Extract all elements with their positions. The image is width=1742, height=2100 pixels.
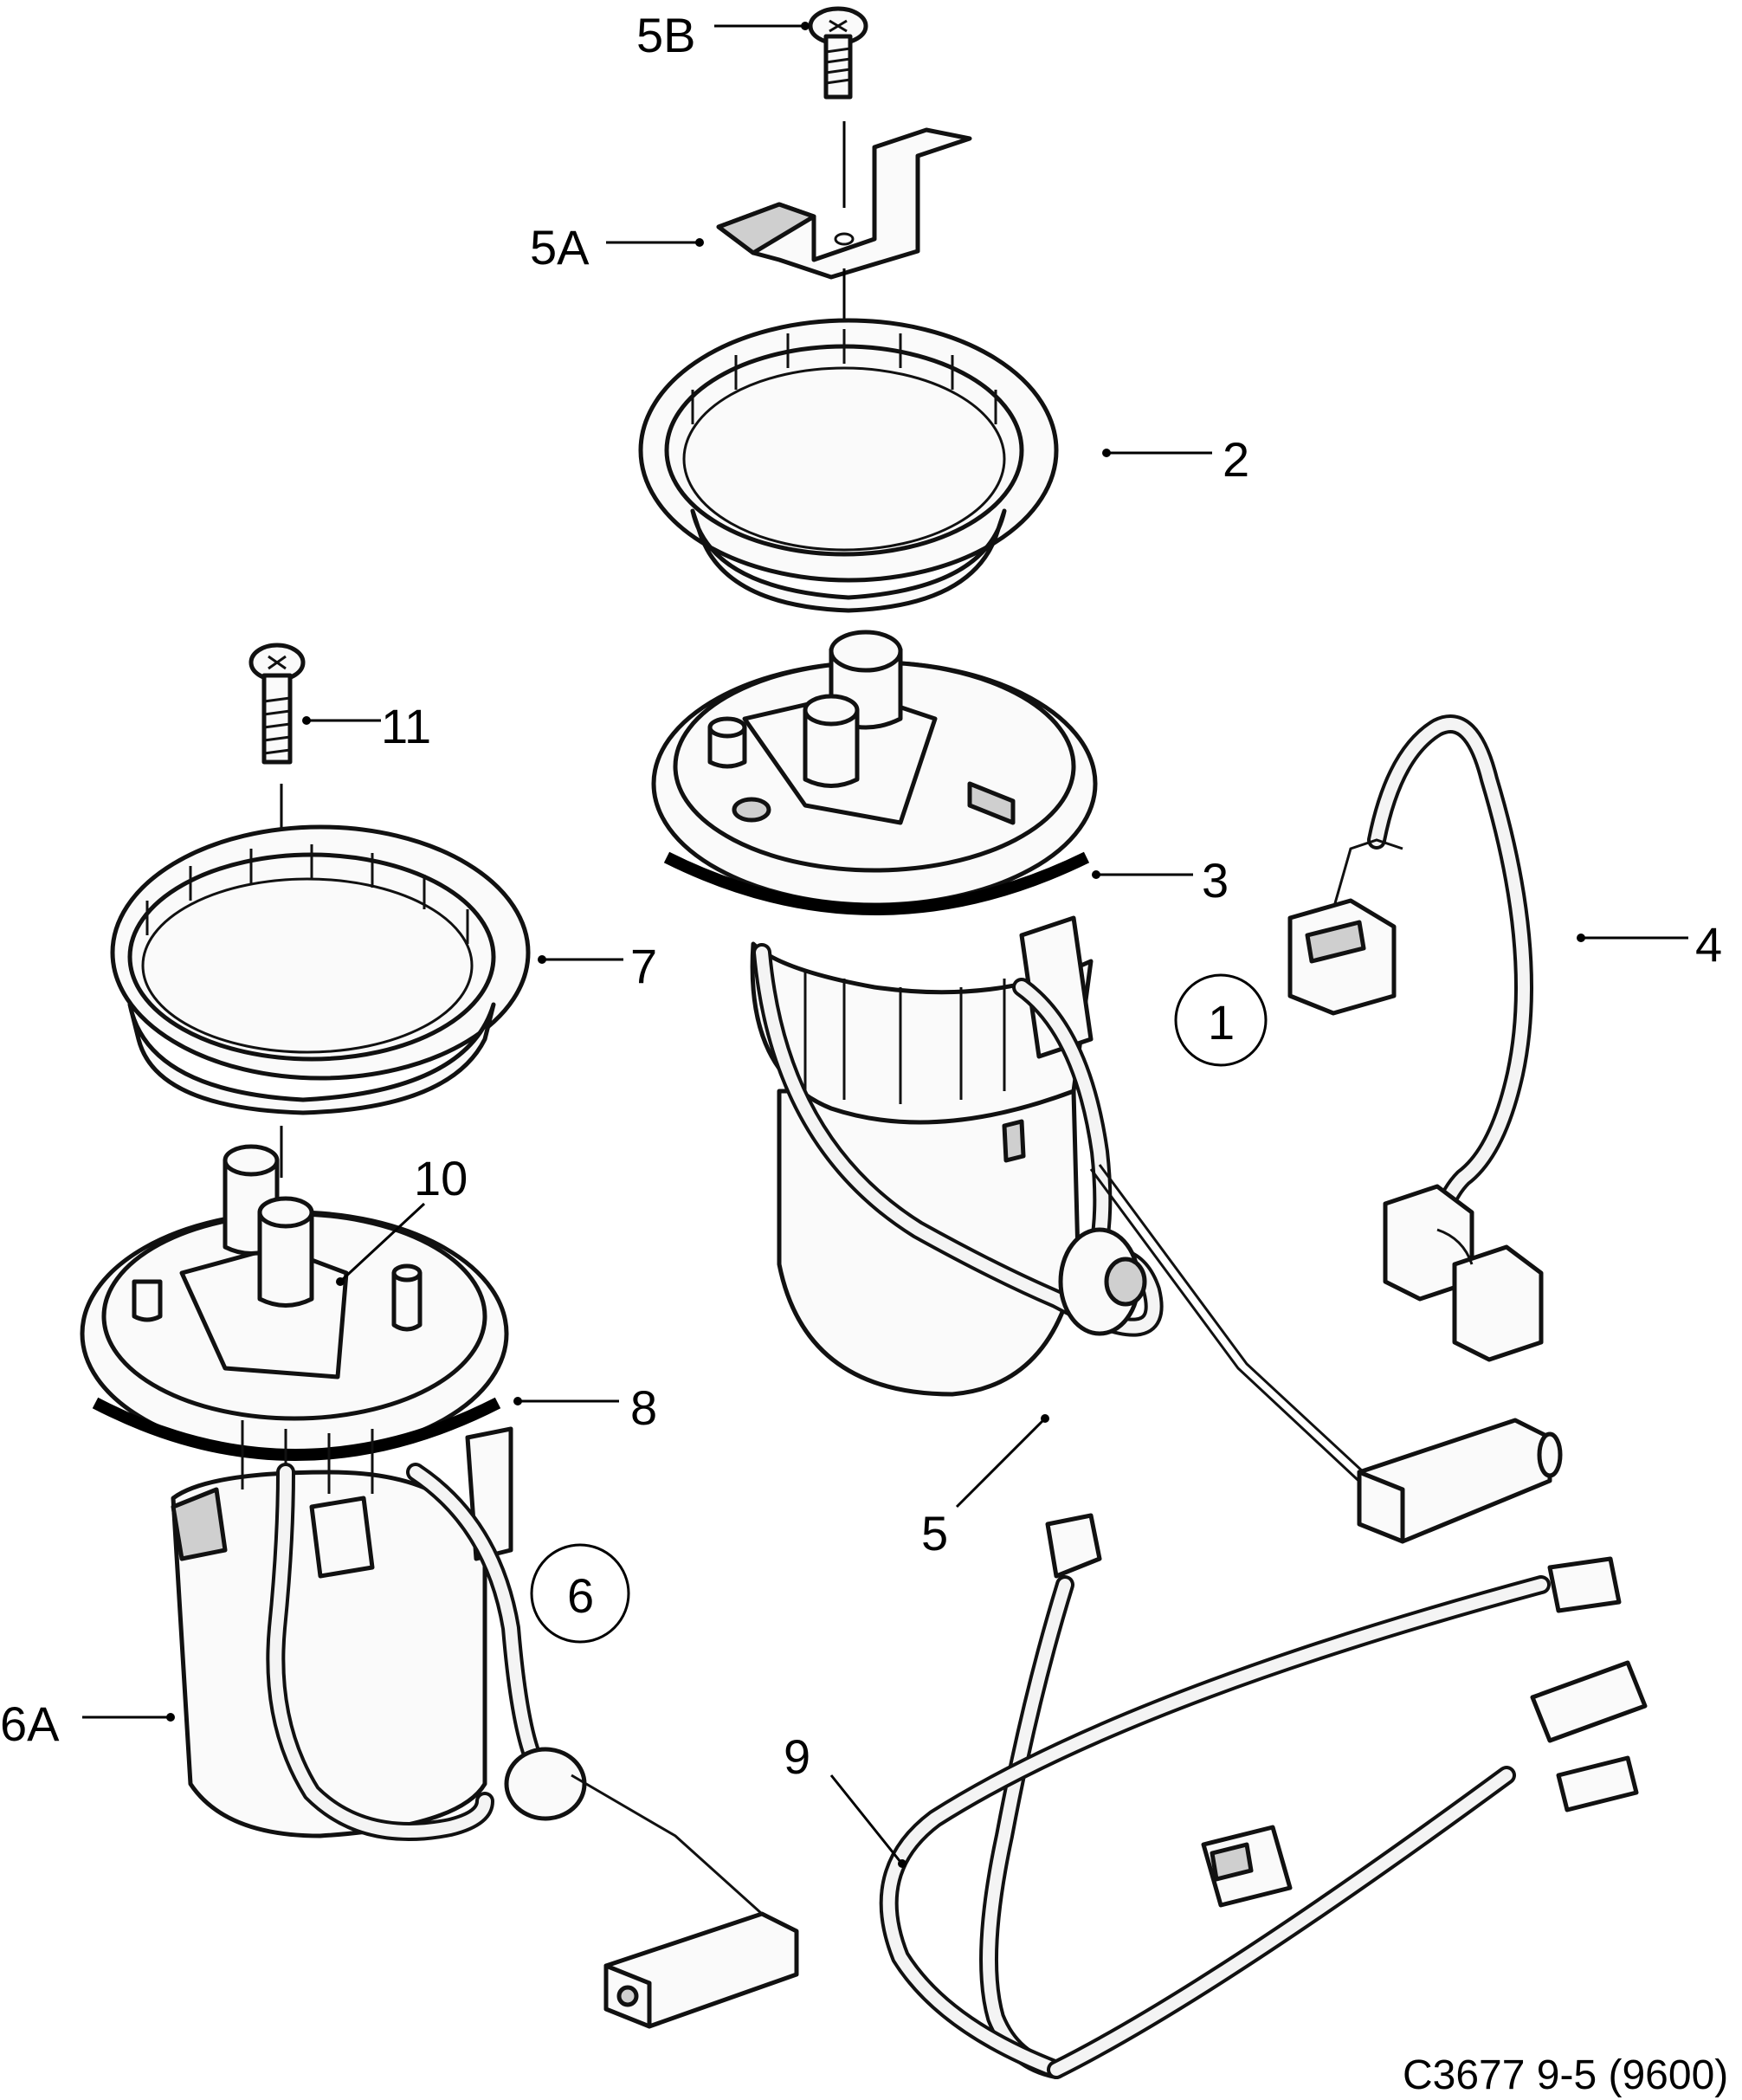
label-6a: 6A [0, 1696, 60, 1751]
figure-reference: C3677 9-5 (9600) [1403, 2052, 1728, 2098]
label-5: 5 [921, 1506, 948, 1560]
leader-8-dot [513, 1397, 522, 1405]
label-5b: 5B [636, 8, 696, 62]
leader-9 [829, 1774, 902, 1863]
label-1: 1 [1208, 995, 1235, 1050]
label-10: 10 [414, 1151, 468, 1205]
leader-5-dot [1041, 1414, 1049, 1423]
label-3: 3 [1202, 853, 1229, 908]
leader-9-dot [898, 1859, 906, 1868]
leader-11-dot [302, 716, 311, 725]
part-1-pump-assembly [750, 915, 1094, 1397]
leader-5a-dot [695, 238, 704, 247]
callout-1-circle [1174, 973, 1268, 1067]
callout-6-circle [530, 1543, 630, 1644]
leader-10-dot [336, 1277, 345, 1286]
label-2: 2 [1223, 432, 1249, 487]
part-5a-bracket [716, 127, 972, 280]
label-6: 6 [567, 1568, 594, 1623]
label-4: 4 [1695, 917, 1722, 972]
label-9: 9 [784, 1729, 810, 1784]
leader-2-dot [1102, 449, 1111, 457]
part-7-locking-ring [110, 824, 531, 1115]
leader-5 [955, 1418, 1045, 1509]
part-2-locking-ring [638, 318, 1059, 613]
leader-3-dot [1092, 870, 1100, 879]
leader-6a-dot [166, 1713, 175, 1722]
level-sender-top [1089, 1164, 1563, 1544]
leader-7-dot [538, 955, 546, 964]
label-8: 8 [630, 1380, 657, 1435]
part-3-pump-flange [651, 630, 1098, 915]
leader-5b-dot [801, 22, 810, 30]
label-11: 11 [381, 699, 431, 753]
part-8-pump-flange [80, 1144, 509, 1461]
leader-10 [340, 1202, 426, 1282]
leader-4-dot [1577, 934, 1585, 942]
part-11-screw [248, 643, 306, 765]
part-5-hose [752, 943, 1164, 1337]
part-6-pump-assembly [171, 1420, 513, 1838]
part-4-wiring-harness [1287, 714, 1544, 1362]
part-6-hoses [266, 1463, 799, 2029]
part-5b-screw [808, 6, 868, 100]
label-7: 7 [630, 939, 657, 993]
label-5a: 5A [530, 220, 590, 275]
part-9-wiring-harness [879, 1513, 1648, 2079]
